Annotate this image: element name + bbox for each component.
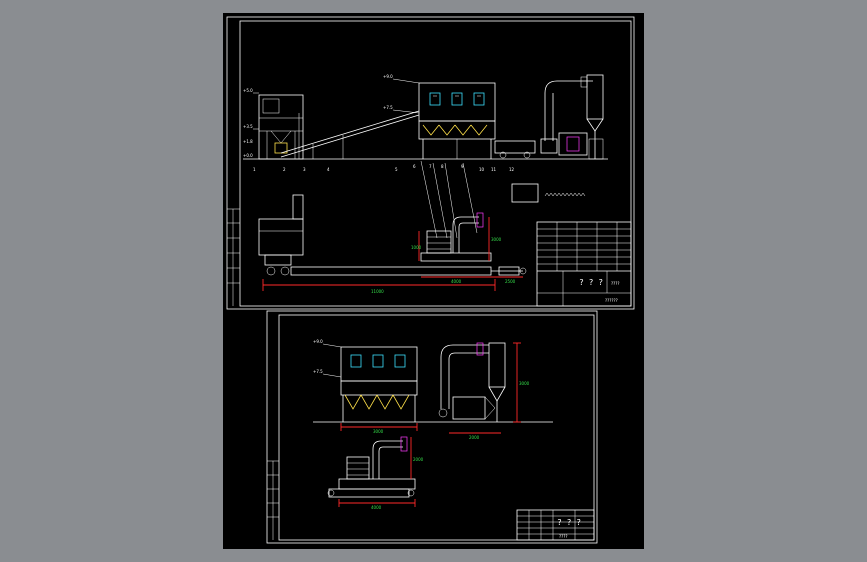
- sheet-1-inner-border: [239, 20, 632, 307]
- leader-numbers: 1 2 3 4 5 6 7 8 9 10 11 12: [253, 160, 515, 239]
- sheet-2-binding-strip: [267, 460, 279, 540]
- leader-label: 5: [395, 167, 398, 172]
- leader-label: 12: [509, 167, 515, 172]
- leader-label: 10: [479, 167, 485, 172]
- dim-height-b: 3000: [491, 237, 502, 242]
- leader-label: 4: [327, 167, 330, 172]
- inclined-conveyor: [280, 110, 420, 159]
- title-block-drawing-no: ??????: [605, 298, 618, 303]
- dim-height-a: 1000: [411, 245, 422, 250]
- elevation-label: +7.5: [383, 105, 393, 110]
- title-block-scale: ? ? ?: [579, 278, 603, 287]
- elevation-tags: +5.0 +3.5 +1.8 +0.0 +9.0 +7.5: [243, 74, 420, 158]
- dimensions-sheet-2-upper: 3000 2000 3000: [340, 342, 530, 440]
- title-block-sheet-2: ? ? ? ????: [516, 509, 595, 541]
- leader-label: 6: [413, 164, 416, 169]
- dust-collector-stack: [544, 74, 604, 160]
- dim-span-a: 4000: [451, 279, 462, 284]
- elevation-label: +3.5: [243, 124, 253, 129]
- sheet-2-outer-border: [266, 310, 598, 544]
- leader-label: 9: [461, 164, 464, 169]
- elevation-label: +1.8: [243, 139, 253, 144]
- elevation-label: +7.5: [313, 369, 323, 374]
- leader-label: 1: [253, 167, 256, 172]
- dim-height-right: 3000: [519, 381, 530, 386]
- leader-label: 11: [491, 167, 497, 172]
- leader-label: 3: [303, 167, 306, 172]
- dim-width-top: 3000: [373, 429, 384, 434]
- dim-overall: 11000: [371, 289, 384, 294]
- dim-span-right: 2000: [469, 435, 480, 440]
- dim-bottom-height: 2000: [413, 457, 424, 462]
- sheet-1: +5.0 +3.5 +1.8 +0.0 +9.0 +7.5 1 2 3 4 5 …: [226, 16, 635, 310]
- sheet-1-binding-strip: [227, 208, 240, 306]
- leader-label: 8: [441, 164, 444, 169]
- leader-label: 7: [429, 164, 432, 169]
- dim-span-b: 2500: [505, 279, 516, 284]
- title-block-sheet-1: ? ? ? ???? ??????: [536, 221, 632, 307]
- title-block-scale: ? ? ?: [557, 518, 581, 527]
- title-block-name: ????: [611, 281, 620, 286]
- elevation-label: +9.0: [313, 339, 323, 344]
- dimensions-sheet-1: 11000 4000 2500 1000 3000: [262, 217, 523, 294]
- leader-label: 2: [283, 167, 286, 172]
- elevation-label: +0.0: [243, 153, 253, 158]
- main-dryer-unit: [418, 82, 496, 159]
- dust-collector-elevation: [438, 342, 506, 422]
- dryer-unit-elevation: +9.0 +7.5: [313, 339, 418, 422]
- drum-and-burner: [494, 132, 588, 159]
- sheet-2: +9.0 +7.5 3000 2000: [266, 310, 598, 544]
- spring-symbol: [544, 192, 586, 197]
- dim-bottom-width: 4000: [371, 505, 382, 510]
- cad-viewport: +5.0 +3.5 +1.8 +0.0 +9.0 +7.5 1 2 3 4 5 …: [226, 16, 635, 544]
- cad-drawing-canvas[interactable]: +5.0 +3.5 +1.8 +0.0 +9.0 +7.5 1 2 3 4 5 …: [223, 13, 644, 549]
- plan-view-sheet-2: 4000 2000: [327, 436, 424, 510]
- sheet-1-outer-border: [226, 16, 635, 310]
- elevation-label: +9.0: [383, 74, 393, 79]
- legend-box: [511, 183, 539, 203]
- elevation-label: +5.0: [243, 88, 253, 93]
- title-block-name: ????: [559, 534, 568, 539]
- sheet-2-inner-border: [278, 314, 595, 541]
- plan-view: [258, 194, 527, 276]
- batching-tower: [258, 94, 304, 160]
